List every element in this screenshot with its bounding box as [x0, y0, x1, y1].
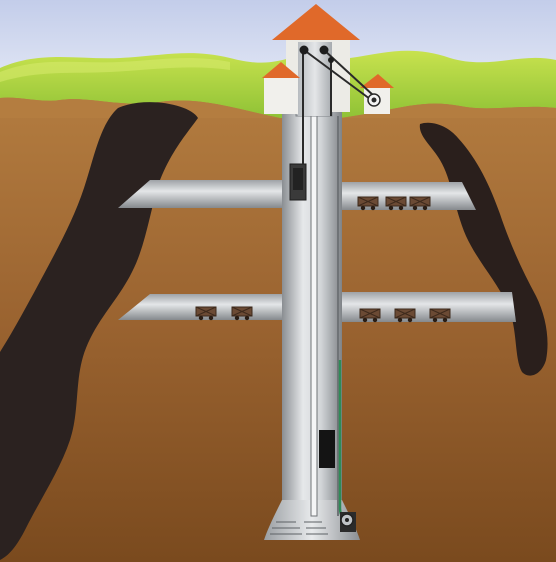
winding-drum — [368, 94, 380, 106]
left-house — [264, 76, 298, 114]
pump — [340, 512, 356, 532]
shaft-guide-left — [311, 116, 317, 516]
pulley-small — [328, 57, 334, 63]
pulley-right — [320, 46, 329, 55]
pulley-left — [300, 46, 309, 55]
cage-lower — [319, 430, 335, 468]
cage-upper-window — [293, 168, 303, 190]
